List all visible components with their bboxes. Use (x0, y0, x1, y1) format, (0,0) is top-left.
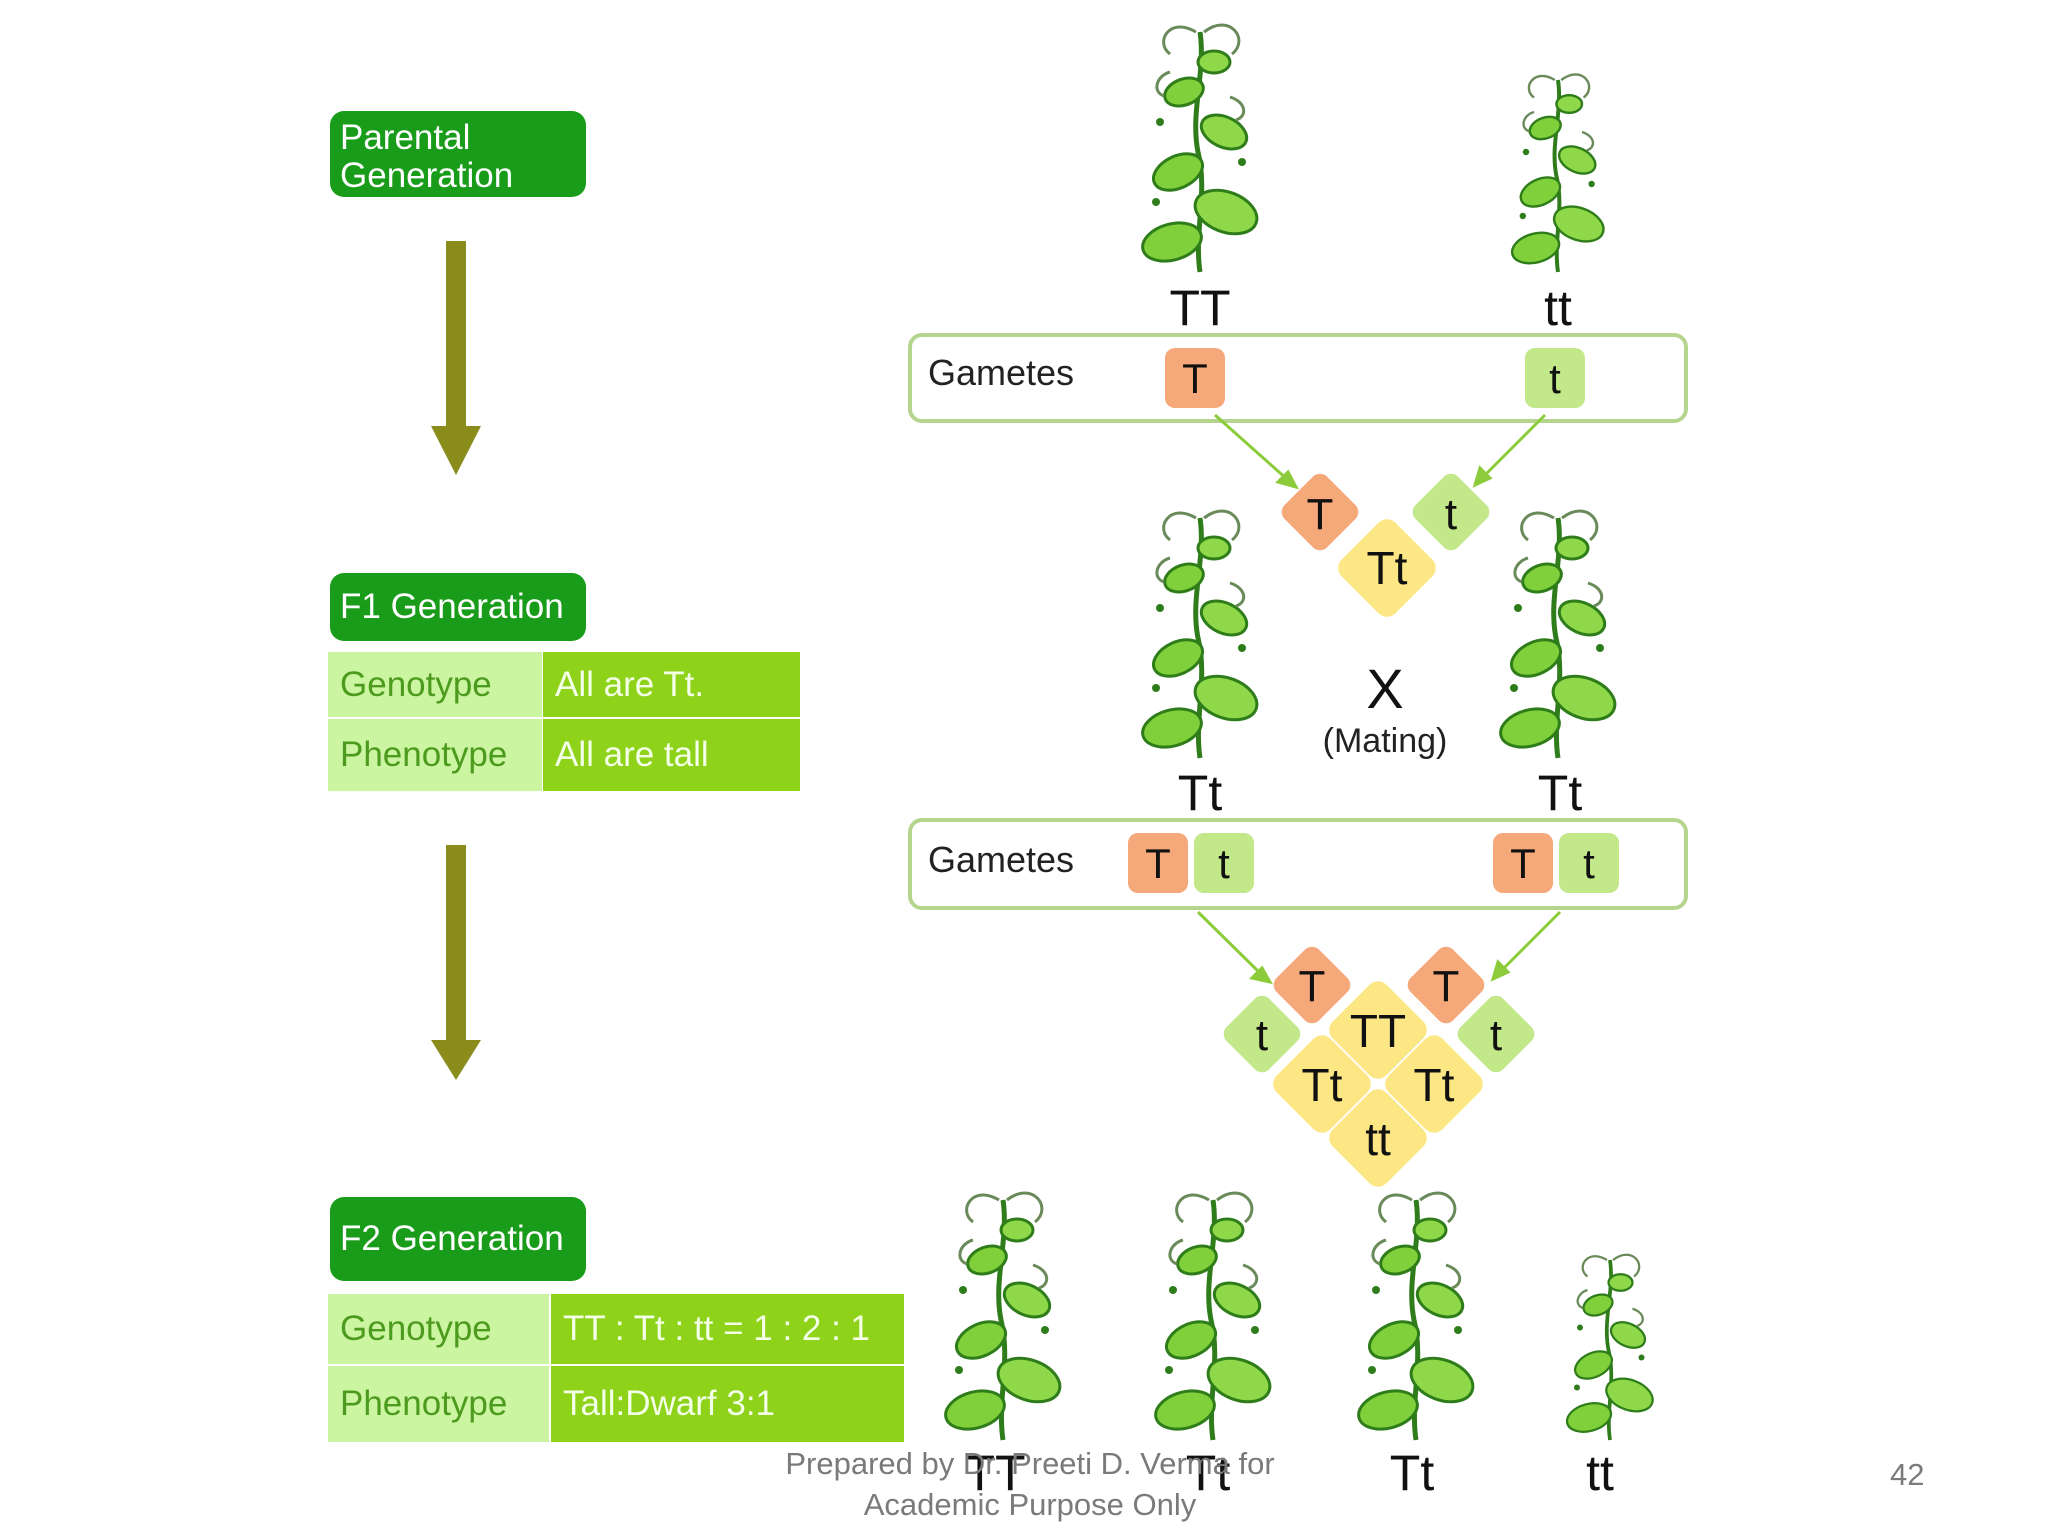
diamond-dominant (1281, 473, 1359, 551)
gamete2-right-dominant (1493, 833, 1553, 893)
gamete2-left-dominant (1128, 833, 1188, 893)
f2-generation-label: F2 Generation (330, 1197, 586, 1281)
f2-genotype-label: Genotype (328, 1294, 549, 1364)
parental-label-line2: Generation (340, 156, 514, 195)
dwarf-plant-icon (1509, 74, 1609, 272)
footer-credit: Prepared by Dr. Preeti D. Verma for Acad… (700, 1443, 1360, 1525)
f1-generation-label: F1 Generation (330, 573, 586, 641)
punnett-side-right (1457, 995, 1535, 1073)
gamete-dominant-letter: T (1182, 355, 1208, 402)
punnett-top-left (1273, 946, 1351, 1024)
f1-phenotype-label: Phenotype (328, 719, 542, 791)
f1-parent-right-genotype: Tt (1538, 765, 1583, 821)
offspring-2-genotype: Tt (1186, 1445, 1231, 1501)
gamete-recessive-letter: t (1549, 355, 1561, 402)
footer-line1: Prepared by Dr. Preeti D. Verma for (785, 1446, 1275, 1481)
gamete-dominant (1165, 348, 1225, 408)
punnett-top-left-letter: T (1299, 962, 1326, 1011)
gamete2-right-dominant-letter: T (1510, 840, 1536, 887)
offspring-plant-4-icon (1561, 1252, 1660, 1442)
offspring-3-genotype: Tt (1390, 1445, 1435, 1501)
f1-genotype-label: Genotype (328, 652, 542, 717)
offspring-plant-2-icon (1151, 1193, 1276, 1440)
punnett-cell-bottom-letters: tt (1365, 1113, 1391, 1165)
gamete-recessive (1525, 348, 1585, 408)
gametes-label: Gametes (928, 352, 1074, 393)
punnett-cell-right (1385, 1035, 1483, 1133)
offspring-plant-1-icon (941, 1193, 1066, 1440)
f1-plant-left-icon (1138, 511, 1263, 758)
punnett-cell-left (1273, 1035, 1371, 1133)
diamond-recessive (1412, 473, 1490, 551)
f2-phenotype-label: Phenotype (328, 1366, 549, 1442)
f2-label-text: F2 Generation (340, 1219, 564, 1258)
gamete2-right-recessive (1559, 833, 1619, 893)
mating-symbol: X (1366, 657, 1403, 720)
diamond-recessive-letter: t (1445, 490, 1457, 539)
punnett-top-right (1407, 946, 1485, 1024)
gamete2-left-recessive (1194, 833, 1254, 893)
page-number: 42 (1890, 1457, 1925, 1492)
punnett-top-right-letter: T (1433, 962, 1460, 1011)
punnett-cell-bottom (1329, 1089, 1427, 1187)
punnett-cell-left-letters: Tt (1302, 1059, 1343, 1111)
footer-line2: Academic Purpose Only (863, 1487, 1197, 1522)
offspring-4-genotype: tt (1586, 1445, 1614, 1501)
parent-right-genotype: tt (1544, 280, 1572, 336)
punnett-side-left (1223, 995, 1301, 1073)
f2-genotype-value: TT : Tt : tt = 1 : 2 : 1 (551, 1294, 904, 1364)
offspring-plant-3-icon (1354, 1193, 1479, 1440)
punnett-cell-right-letters: Tt (1414, 1059, 1455, 1111)
converging-arrows (1214, 413, 1547, 490)
punnett-cell-top-letters: TT (1350, 1005, 1406, 1057)
parent-left-genotype: TT (1169, 280, 1230, 336)
gametes-box (908, 333, 1688, 423)
down-arrow-icon (431, 845, 481, 1080)
f1-plant-right-icon (1496, 511, 1621, 758)
f1-phenotype-value: All are tall (543, 719, 800, 791)
gamete2-right-recessive-letter: t (1583, 840, 1595, 887)
converging-arrows-2 (1196, 910, 1562, 985)
offspring-1-genotype: TT (964, 1445, 1025, 1501)
diamond-dominant-letter: T (1307, 490, 1334, 539)
gamete2-left-dominant-letter: T (1145, 840, 1171, 887)
f1-label-text: F1 Generation (340, 587, 564, 626)
diamond-hybrid (1338, 519, 1436, 617)
punnett-side-left-letter: t (1256, 1011, 1268, 1060)
mating-label: (Mating) (1323, 722, 1448, 760)
f1-parent-left-genotype: Tt (1178, 765, 1223, 821)
diamond-hybrid-letters: Tt (1367, 542, 1408, 594)
gamete2-left-recessive-letter: t (1218, 840, 1230, 887)
parental-generation-label: Parental Generation (330, 111, 586, 197)
f1-genotype-value: All are Tt. (543, 652, 800, 717)
punnett-cell-top (1329, 981, 1427, 1079)
gametes-box-2 (908, 818, 1688, 910)
parental-label-line1: Parental (340, 118, 471, 157)
f2-phenotype-value: Tall:Dwarf 3:1 (551, 1366, 904, 1442)
gametes-label-2: Gametes (928, 839, 1074, 880)
punnett-side-right-letter: t (1490, 1011, 1502, 1060)
down-arrow-icon (431, 241, 481, 475)
tall-plant-icon (1138, 25, 1263, 272)
